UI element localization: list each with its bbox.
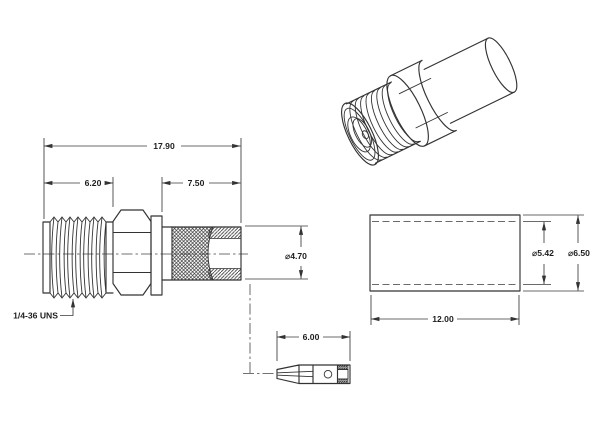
dim-overall-length-text: 17.90 [153,141,175,151]
pin-slot [277,370,314,378]
dim-body-diameter: ⌀4.70 [245,225,308,280]
iso-socket-hole [361,130,369,140]
thread-spec-label: 1/4-36 UNS [13,311,58,321]
ferrule-hidden-lines [372,221,518,285]
pin-view: 6.00 [276,331,351,385]
bore-chamfer-bottom [208,268,242,281]
iso-threads [345,81,421,164]
dim-overall-length: 17.90 [43,138,242,223]
flange [150,215,163,296]
dim-ferrule-length: 12.00 [370,295,520,325]
crimp-band-top [337,364,349,370]
dim-body-length-text: 7.50 [188,178,205,188]
pin-hole [323,369,333,379]
iso-hex-nut [386,59,457,147]
neck [161,226,173,281]
dim-ferrule-outer-diameter-text: ⌀6.50 [568,248,590,258]
iso-body [423,37,518,124]
ferrule-outline [369,214,521,292]
dim-ferrule-length-text: 12.00 [432,314,454,324]
contact-pin [276,364,351,385]
dim-body-diameter-text: ⌀4.70 [285,251,307,261]
dim-body-length: 7.50 [161,177,241,212]
side-view: 1/4-36 UNS 17.90 6.20 7.50 ⌀ [13,138,308,374]
dim-front-length: 6.20 [43,177,114,207]
crimp-band-bottom [337,378,349,384]
dim-pin-length-text: 6.00 [303,332,320,342]
dim-ferrule-inner-diameter-text: ⌀5.42 [532,248,554,258]
iso-front-face [341,102,379,166]
isometric-view [341,37,518,166]
hex-nut [112,209,152,296]
thread-spec-callout: 1/4-36 UNS [13,298,76,321]
thread-profile [49,216,114,299]
bore-chamfer-top [208,226,242,239]
front-face [42,221,51,294]
dim-ferrule-outer-diameter: ⌀6.50 [523,214,590,292]
dim-ferrule-inner-diameter: ⌀5.42 [523,221,554,285]
ferrule-view: ⌀5.42 ⌀6.50 12.00 [369,214,590,325]
dim-pin-length: 6.00 [276,331,351,361]
dim-front-length-text: 6.20 [85,178,102,188]
knurled-body [171,226,242,281]
